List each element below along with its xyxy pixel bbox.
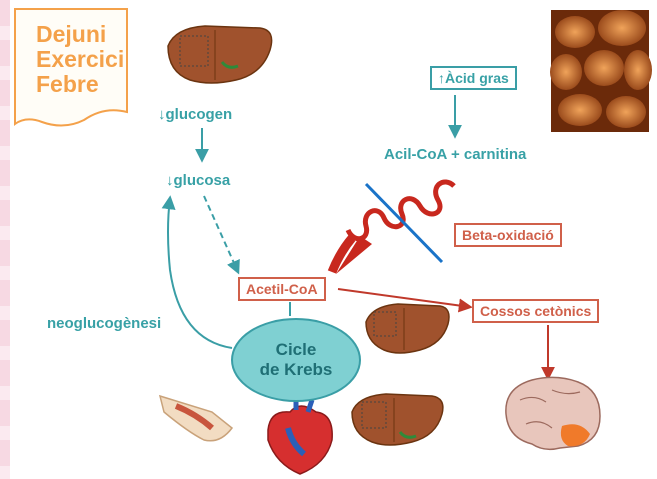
adipose-tissue-image	[550, 10, 652, 132]
beta-oxidacio-box: Beta-oxidació	[454, 223, 562, 247]
acid-gras-box: ↑Àcid gras	[430, 66, 517, 90]
muscle-illustration	[160, 396, 232, 441]
acetil-coa-box: Acetil-CoA	[238, 277, 326, 301]
arrow-krebs-to-glucosa	[168, 198, 232, 348]
glucosa-label: ↓glucosa	[166, 172, 230, 189]
beta-oxidation-crossout-line	[366, 184, 442, 262]
acil-coa-label: Acil-CoA + carnitina	[384, 146, 526, 163]
liver-illustration-middle	[366, 304, 449, 353]
brain-illustration	[506, 377, 600, 449]
heart-illustration	[268, 398, 332, 474]
krebs-line-1: Cicle	[276, 340, 317, 360]
acid-gras-label: Àcid gras	[445, 70, 509, 86]
liver-illustration-bottom	[352, 394, 443, 445]
liver-illustration-top	[168, 26, 272, 83]
increase-arrow-icon: ↑	[438, 70, 445, 86]
beta-oxidation-spiral	[332, 182, 454, 274]
neoglucogenesi-label: neoglucogènesi	[47, 315, 161, 332]
arrow-glucosa-to-acetilcoa	[204, 196, 238, 272]
cossos-cetonics-box: Cossos cetònics	[472, 299, 599, 323]
krebs-cycle-node: Cicle de Krebs	[231, 318, 361, 402]
glucogen-label: ↓glucogen	[158, 106, 232, 123]
krebs-line-2: de Krebs	[260, 360, 333, 380]
